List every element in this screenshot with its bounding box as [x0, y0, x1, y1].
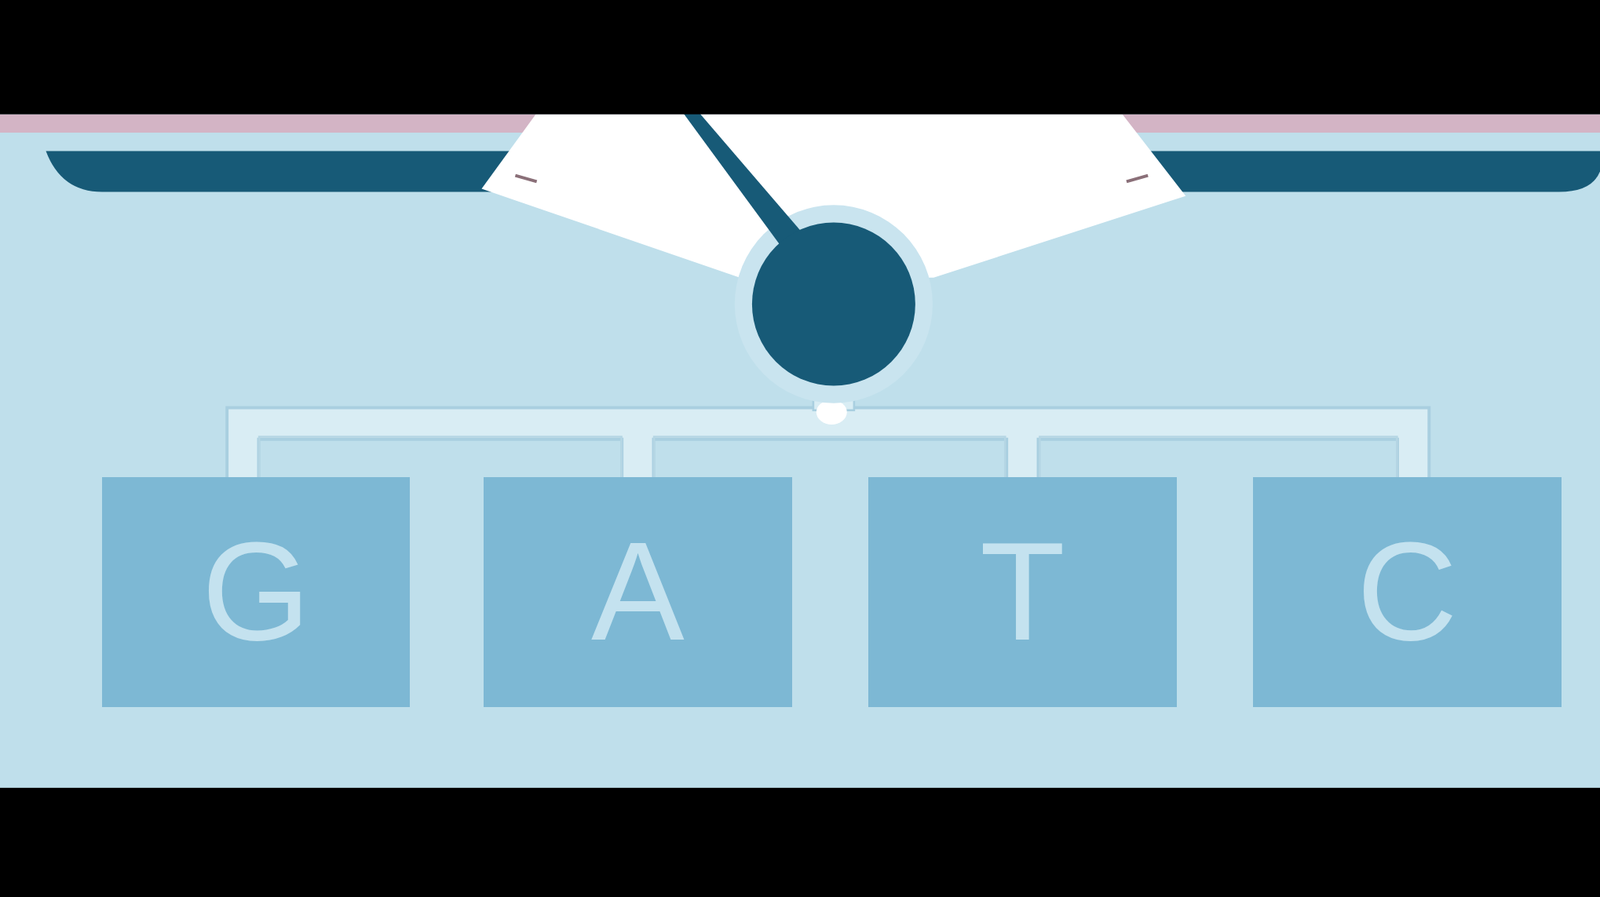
tick-mark: [1126, 175, 1148, 183]
bracket-tube: [242, 423, 1414, 481]
base-letter: T: [979, 522, 1066, 662]
base-letter: G: [201, 522, 311, 662]
tick-mark: [515, 175, 537, 183]
letterbox-bar: [0, 0, 1600, 115]
base-box: T: [868, 477, 1177, 707]
letterbox-bar: [0, 788, 1600, 897]
dial-hub: [752, 222, 916, 386]
base-letter: A: [591, 522, 685, 662]
base-letter: C: [1356, 522, 1458, 662]
base-box: G: [102, 477, 411, 707]
base-box: A: [483, 477, 793, 707]
bracket-inner-line: [259, 437, 1397, 481]
stem-joint: [816, 400, 848, 425]
bracket-outline: [242, 423, 1414, 481]
base-box: C: [1252, 477, 1562, 707]
hub-ring: [734, 204, 933, 403]
